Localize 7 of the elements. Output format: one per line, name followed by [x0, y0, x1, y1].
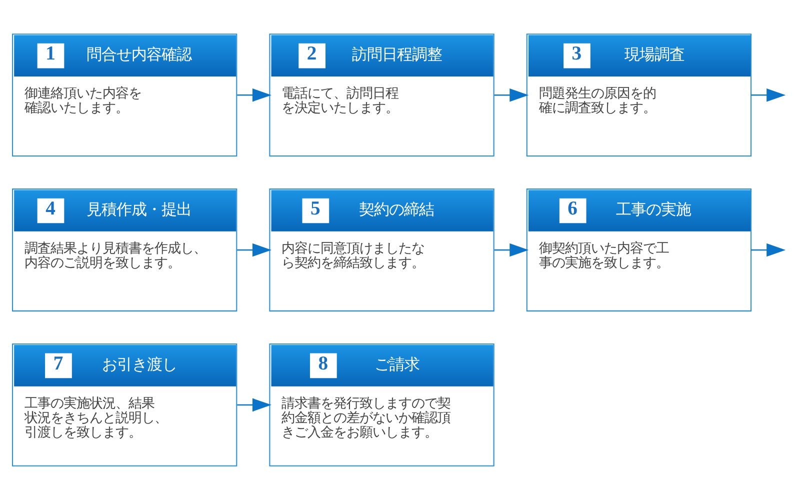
arrow	[237, 88, 272, 102]
arrow	[237, 242, 272, 256]
arrow	[494, 242, 529, 256]
arrow	[751, 88, 786, 102]
arrow	[237, 398, 272, 412]
arrow	[751, 242, 786, 256]
arrow	[494, 88, 529, 102]
